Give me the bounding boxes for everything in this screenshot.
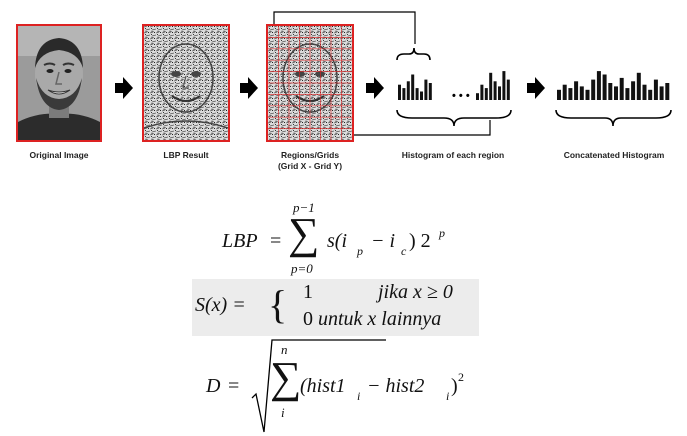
step-brace: { [268, 282, 288, 327]
distance-sum-top: n [281, 342, 288, 357]
step-function-highlight [192, 279, 479, 336]
sqrt-radical [251, 339, 386, 433]
concatenated-bar [614, 86, 618, 100]
lbp-sup-p: p [439, 226, 445, 240]
caption-original: Original Image [29, 150, 89, 160]
formula-lbp: LBP = p−1 ∑ p=0 s(i p − i c ) 2 p [222, 200, 445, 276]
original-image [16, 24, 102, 142]
caption-regions-line2: (Grid X - Grid Y) [277, 161, 343, 171]
histogram-bar [502, 71, 506, 100]
histogram-bar [484, 88, 488, 100]
histogram-bar [398, 84, 401, 100]
distance-sub2: i [446, 389, 450, 403]
histogram-bar [420, 91, 423, 100]
concatenated-bar [568, 88, 573, 100]
concatenated-bar [591, 79, 596, 100]
histogram-bar [411, 74, 415, 100]
arrow-icon [115, 77, 133, 99]
distance-sup: 2 [458, 370, 464, 384]
lbp-equals: = [270, 230, 282, 252]
concatenated-bar [636, 72, 641, 100]
distance-close: ) [451, 375, 458, 397]
lbp-minus: − i [366, 230, 396, 252]
step-case2-value: 0 [303, 308, 313, 330]
step-case1-value: 1 [303, 281, 313, 303]
histogram-bar [489, 72, 493, 100]
concatenated-bar [574, 81, 579, 100]
step-case1-condition: jika x ≥ 0 [378, 281, 453, 303]
formula-step: S(x) = { 1 jika x ≥ 0 0 untuk x lainnya [195, 281, 453, 330]
histogram-ellipsis: • • • [452, 90, 470, 102]
histogram-bar [493, 81, 497, 100]
histogram-each-region: • • • [396, 47, 512, 127]
arrow-icon [366, 77, 384, 99]
histogram-bar [498, 86, 501, 100]
lbp-result-image [142, 24, 230, 142]
arrow-icon [527, 77, 545, 99]
concatenated-bar [619, 77, 624, 100]
caption-regions-line1: Regions/Grids [280, 150, 340, 160]
concatenated-bar [579, 86, 584, 100]
concatenated-bar [608, 83, 613, 100]
concatenated-bar [625, 88, 630, 100]
lbp-body: s(i [327, 230, 347, 252]
distance-minus: − hist2 [362, 375, 425, 397]
arrow-icon [240, 77, 258, 99]
distance-lhs: D [206, 375, 221, 397]
lbp-sigma: ∑ [288, 209, 320, 258]
concatenated-bar [665, 83, 670, 100]
histogram-bar [428, 83, 432, 100]
lbp-sub-c: c [401, 244, 407, 258]
lbp-lhs: LBP [222, 230, 258, 252]
distance-sub1: i [357, 389, 361, 403]
concatenated-bar [596, 71, 601, 100]
step-case2-condition: untuk x lainnya [318, 308, 442, 330]
distance-sigma: ∑ [270, 353, 302, 402]
lbp-sum-top: p−1 [293, 200, 315, 215]
histogram-bar [402, 88, 406, 100]
concatenated-bar [642, 84, 647, 100]
histogram-bar [415, 88, 419, 100]
concatenated-bar [562, 84, 567, 100]
concatenated-bar [653, 79, 658, 100]
histogram-bar [406, 81, 410, 100]
caption-lbp: LBP Result [163, 150, 209, 160]
concatenated-bar [557, 89, 561, 100]
lbp-sub-p: p [357, 244, 363, 258]
concatenated-bar [648, 89, 653, 100]
histogram-bar [480, 84, 484, 100]
step-lhs: S(x) = [195, 294, 246, 316]
regions-grid-image [266, 24, 354, 142]
connector-lines [273, 11, 491, 136]
distance-body: (hist1 [300, 375, 346, 397]
distance-equals: = [228, 375, 240, 397]
caption-regions: Regions/Grids (Grid X - Grid Y) [252, 150, 368, 172]
lbp-close: ) 2 [409, 230, 431, 252]
distance-sum-bottom: i [281, 405, 285, 420]
concatenated-bar [585, 89, 590, 100]
concatenated-bar [602, 74, 607, 100]
lbp-sum-bottom: p=0 [291, 261, 313, 276]
histogram-bar [506, 79, 510, 100]
concatenated-bar [659, 86, 664, 100]
histogram-bar [424, 79, 428, 100]
concatenated-histogram [555, 71, 672, 127]
caption-histogram-each: Histogram of each region [401, 150, 505, 160]
caption-concatenated: Concatenated Histogram [563, 150, 665, 160]
concatenated-bar [631, 81, 636, 100]
histogram-bar [476, 93, 479, 100]
